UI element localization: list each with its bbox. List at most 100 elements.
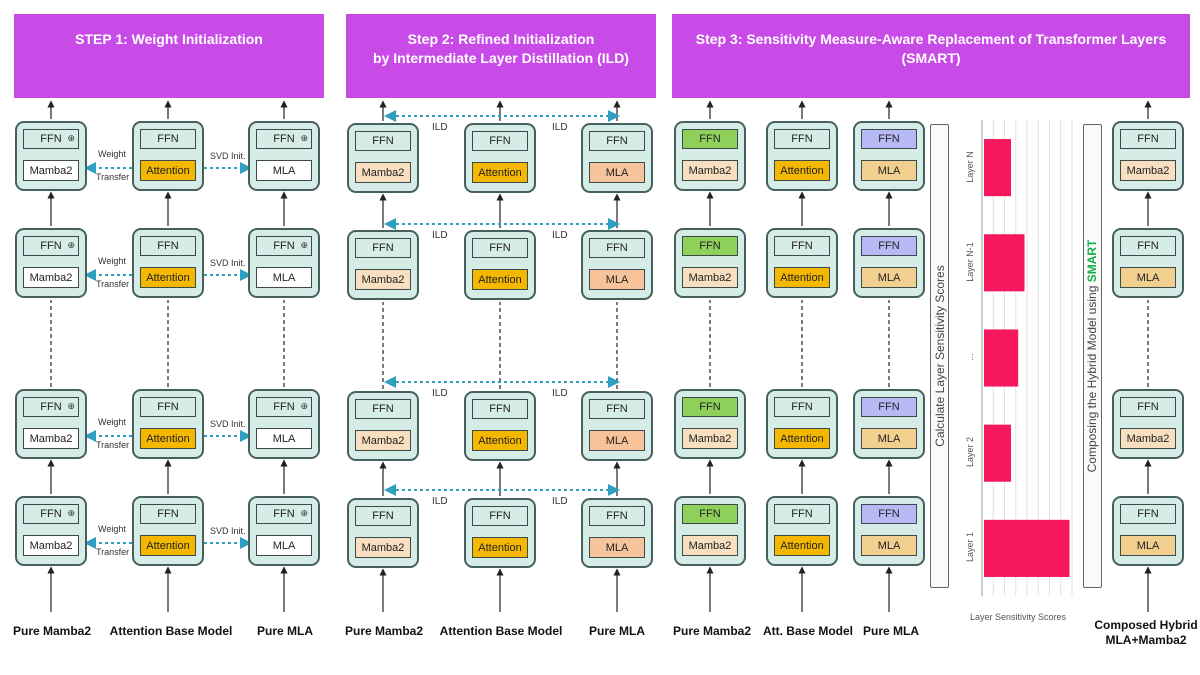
weight-transfer-label: Weight: [98, 417, 126, 427]
compose-label-smart: SMART: [1085, 239, 1099, 283]
circled-plus-icon: ⊕: [67, 240, 75, 250]
layer-block: FFN MLA: [1112, 496, 1184, 566]
ild-label: ILD: [552, 388, 568, 399]
ffn-module: FFN: [472, 131, 528, 151]
mamba2-module: Mamba2: [355, 430, 411, 451]
sensitivity-bar: [984, 329, 1019, 387]
ffn-module: FFN: [682, 397, 738, 417]
attention-module: Attention: [472, 162, 528, 183]
layer-block: FFN⊕Mamba2: [15, 121, 87, 191]
ffn-module: FFN: [682, 504, 738, 524]
mla-module: MLA: [589, 269, 645, 290]
layer-block: FFN⊕MLA: [248, 121, 320, 191]
ild-label: ILD: [552, 230, 568, 241]
step3-banner: Step 3: Sensitivity Measure-Aware Replac…: [672, 14, 1190, 98]
ffn-module: FFN⊕: [23, 504, 79, 524]
ffn-module: FFN: [589, 399, 645, 419]
weight-transfer-label: Transfer: [96, 279, 130, 289]
circled-plus-icon: ⊕: [67, 133, 75, 143]
ffn-module: FFN: [1120, 236, 1176, 256]
ffn-module: FFN: [140, 129, 196, 149]
ffn-module: FFN: [861, 129, 917, 149]
ild-label: ILD: [432, 388, 448, 399]
chart-xlabel: Layer Sensitivity Scores: [969, 612, 1067, 622]
mla-module: MLA: [861, 267, 917, 288]
ild-label: ILD: [552, 496, 568, 507]
ffn-module: FFN⊕: [23, 397, 79, 417]
ffn-module: FFN⊕: [23, 236, 79, 256]
layer-block: FFN Attention: [132, 121, 204, 191]
mamba2-module: Mamba2: [23, 267, 79, 288]
mla-module: MLA: [1120, 267, 1176, 288]
mamba2-module: Mamba2: [355, 162, 411, 183]
step2-banner: Step 2: Refined Initialization by Interm…: [346, 14, 656, 98]
attention-module: Attention: [774, 160, 830, 181]
attention-module: Attention: [774, 535, 830, 556]
mamba2-module: Mamba2: [355, 269, 411, 290]
compose-label-prefix: Composing the Hybrid Model using: [1085, 282, 1099, 473]
sensitivity-bar: [984, 139, 1011, 197]
step1-banner: STEP 1: Weight Initialization: [14, 14, 324, 98]
layer-block: FFN MLA: [581, 123, 653, 193]
label-s3-mla: Pure MLA: [862, 624, 919, 638]
ffn-module: FFN: [1120, 129, 1176, 149]
step3-title-line1: Step 3: Sensitivity Measure-Aware Replac…: [695, 31, 1167, 47]
circled-plus-icon: ⊕: [300, 401, 308, 411]
mamba2-module: Mamba2: [1120, 428, 1176, 449]
mamba2-module: Mamba2: [682, 160, 738, 181]
circled-plus-icon: ⊕: [67, 508, 75, 518]
label-s2-attention: Attention Base Model: [439, 624, 563, 638]
mamba2-module: Mamba2: [682, 428, 738, 449]
attention-module: Attention: [140, 160, 196, 181]
label-s3-attention: Att. Base Model: [762, 624, 853, 638]
label-s1-mla: Pure MLA: [256, 624, 313, 638]
layer-block: FFN Mamba2: [674, 389, 746, 459]
ffn-module: FFN: [861, 504, 917, 524]
ffn-module: FFN: [472, 506, 528, 526]
weight-transfer-label: Transfer: [96, 440, 130, 450]
mla-module: MLA: [861, 535, 917, 556]
layer-block: FFN MLA: [853, 228, 925, 298]
ffn-module: FFN: [140, 397, 196, 417]
sensitivity-category-label: Layer N-1: [965, 242, 975, 282]
layer-block: FFN MLA: [853, 496, 925, 566]
weight-transfer-label: Transfer: [96, 547, 130, 557]
ffn-module: FFN: [1120, 504, 1176, 524]
mla-module: MLA: [861, 428, 917, 449]
label-s1-mamba: Pure Mamba2: [12, 624, 92, 638]
ffn-module: FFN⊕: [23, 129, 79, 149]
mla-module: MLA: [589, 162, 645, 183]
ffn-module: FFN: [861, 236, 917, 256]
ffn-module: FFN⊕: [256, 504, 312, 524]
circled-plus-icon: ⊕: [300, 240, 308, 250]
step3-title-line2: (SMART): [901, 50, 961, 66]
mamba2-module: Mamba2: [23, 535, 79, 556]
attention-module: Attention: [140, 535, 196, 556]
ffn-module: FFN: [355, 131, 411, 151]
mla-module: MLA: [1120, 535, 1176, 556]
circled-plus-icon: ⊕: [67, 401, 75, 411]
mla-module: MLA: [256, 160, 312, 181]
sensitivity-bar: [984, 424, 1011, 482]
layer-block: FFN MLA: [581, 391, 653, 461]
weight-transfer-label: Weight: [98, 524, 126, 534]
ffn-module: FFN: [589, 506, 645, 526]
layer-block: FFN⊕MLA: [248, 389, 320, 459]
mla-module: MLA: [589, 430, 645, 451]
ffn-module: FFN: [589, 131, 645, 151]
